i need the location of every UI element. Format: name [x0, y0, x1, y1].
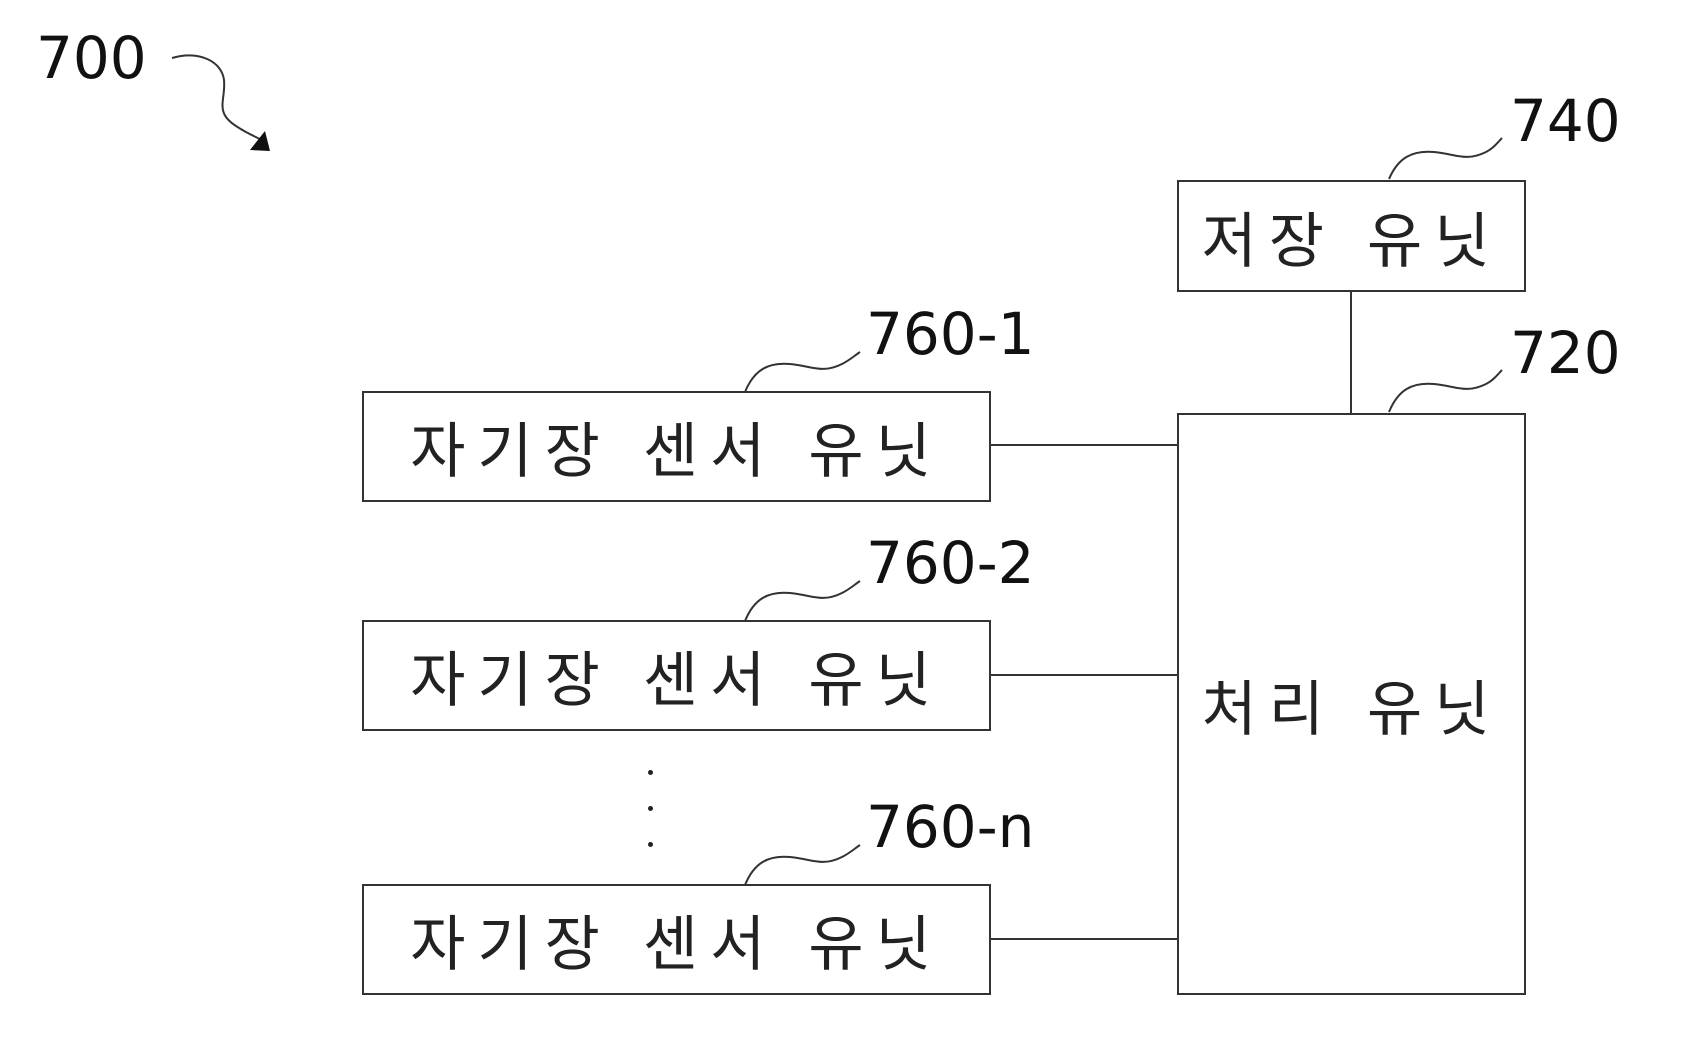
sensor-unit-n-label: 자기장 센서 유닛	[410, 910, 943, 980]
storage-unit-label: 저장 유닛	[1201, 206, 1502, 277]
ref-700-arrowhead	[250, 131, 270, 151]
processing-unit-ref: 720	[1510, 319, 1621, 387]
ref-700-leader	[171, 54, 263, 141]
ref-720-leader	[1388, 369, 1503, 413]
sensor-unit-2-label: 자기장 센서 유닛	[410, 646, 943, 716]
sensor-unit-1-ref: 760-1	[866, 300, 1035, 368]
ref-760-2-leader	[744, 580, 861, 622]
ref-740-leader	[1388, 137, 1503, 180]
sensor-unit-2-box: 자기장 센서 유닛	[362, 620, 991, 731]
vertical-ellipsis	[646, 770, 656, 850]
sensor-unit-2-ref: 760-2	[866, 529, 1035, 597]
storage-unit-box: 저장 유닛	[1177, 180, 1526, 292]
storage-unit-ref: 740	[1510, 87, 1621, 155]
sensor-unit-n-ref: 760-n	[866, 793, 1035, 861]
processing-unit-box: 처리 유닛	[1177, 413, 1526, 995]
sensor-unit-1-label: 자기장 센서 유닛	[410, 417, 943, 487]
processing-unit-label: 처리 유닛	[1201, 674, 1502, 745]
ref-760-1-leader	[744, 351, 861, 393]
ref-760-n-leader	[744, 844, 861, 886]
sensor-unit-n-box: 자기장 센서 유닛	[362, 884, 991, 995]
figure-ref-700: 700	[36, 24, 147, 92]
sensor-unit-1-box: 자기장 센서 유닛	[362, 391, 991, 502]
